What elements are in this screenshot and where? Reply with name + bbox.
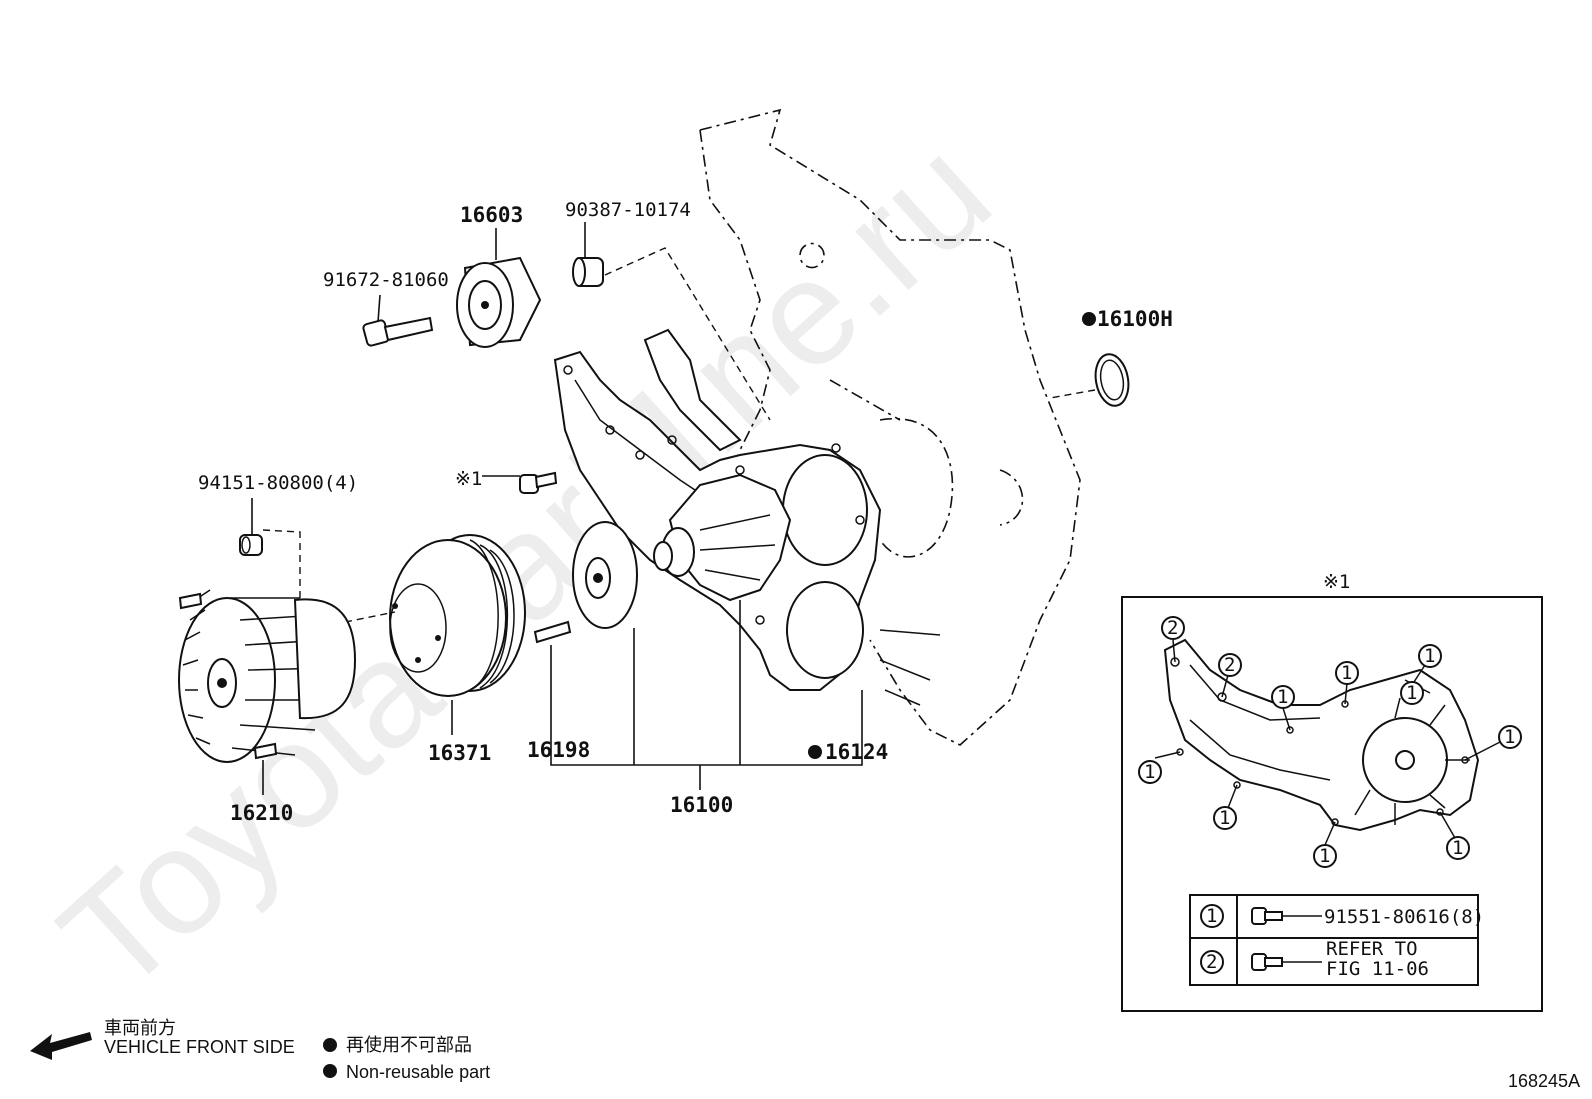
- marker-1: 1: [1219, 807, 1230, 829]
- nut-94151-part: [239, 534, 263, 556]
- stud-16198-part: [533, 620, 572, 644]
- figure-id: 168245A: [1508, 1071, 1580, 1091]
- marker-2: 2: [1167, 617, 1178, 639]
- marker-1: 1: [1319, 845, 1330, 867]
- inset-title: ※1: [1323, 571, 1350, 593]
- label-16100: 16100: [670, 793, 733, 817]
- marker-1: 1: [1341, 662, 1352, 684]
- label-16371: 16371: [428, 741, 491, 765]
- inset-detail-ref1: ※1 2 2 1 1 1: [1121, 571, 1543, 1012]
- arrow-left-icon: [30, 1032, 92, 1060]
- label-91672-81060: 91672-81060: [323, 269, 449, 291]
- inset-markers: 2 2 1 1 1 1 1 1 1 1 1: [1138, 616, 1522, 868]
- non-reusable-dot-icon: [323, 1064, 337, 1078]
- table-key-2: 2: [1206, 951, 1217, 973]
- legend: 車両前方 VEHICLE FRONT SIDE 再使用不可部品 Non-reus…: [30, 1018, 490, 1082]
- label-ref1-marker: ※1: [455, 468, 482, 490]
- bolt-icon: [1251, 953, 1322, 971]
- label-16198: 16198: [527, 738, 590, 762]
- fan-clutch-16210-part: [178, 589, 357, 763]
- bolt-icon: [1251, 907, 1322, 925]
- marker-1: 1: [1144, 761, 1155, 783]
- label-16100H: 16100H: [1097, 307, 1173, 331]
- marker-1: 1: [1452, 837, 1463, 859]
- non-reusable-dot-icon: [323, 1038, 337, 1052]
- legend-nonreusable-jp: 再使用不可部品: [346, 1035, 472, 1055]
- marker-1: 1: [1277, 686, 1288, 708]
- label-16603: 16603: [460, 203, 523, 227]
- label-94151-80800: 94151-80800(4): [198, 472, 358, 494]
- fan-pulley-16371-part: [389, 534, 526, 697]
- non-reusable-dot-16124: [808, 745, 822, 759]
- pump-flange-part: [572, 521, 638, 629]
- marker-1: 1: [1406, 682, 1417, 704]
- inset-bolt-table: 1 91551-80616(8) 2 REFER TO FIG 11-06: [1189, 894, 1484, 986]
- timing-cover-outline: [699, 108, 1081, 746]
- legend-front-en: VEHICLE FRONT SIDE: [104, 1037, 295, 1057]
- water-pump-body-part: [653, 473, 792, 602]
- o-ring-16100H-part: [1094, 353, 1130, 407]
- label-16124: 16124: [825, 740, 888, 764]
- table-key-1: 1: [1206, 905, 1217, 927]
- table-refer-line2: FIG 11-06: [1326, 958, 1429, 980]
- marker-1: 1: [1504, 726, 1515, 748]
- table-part-91551: 91551-80616(8): [1324, 906, 1484, 928]
- bolt-ref1-part: [519, 471, 558, 494]
- legend-nonreusable-en: Non-reusable part: [346, 1062, 490, 1082]
- marker-2: 2: [1224, 654, 1235, 676]
- non-reusable-dot-16100H: [1082, 312, 1096, 326]
- label-90387-10174: 90387-10174: [565, 199, 691, 221]
- legend-front-jp: 車両前方: [104, 1018, 176, 1038]
- marker-1: 1: [1424, 645, 1435, 667]
- label-16210: 16210: [230, 801, 293, 825]
- table-refer-line1: REFER TO: [1326, 938, 1418, 960]
- idler-pulley-part: [456, 256, 542, 348]
- collar-part: [572, 257, 604, 287]
- bolt-91672-part: [362, 316, 434, 347]
